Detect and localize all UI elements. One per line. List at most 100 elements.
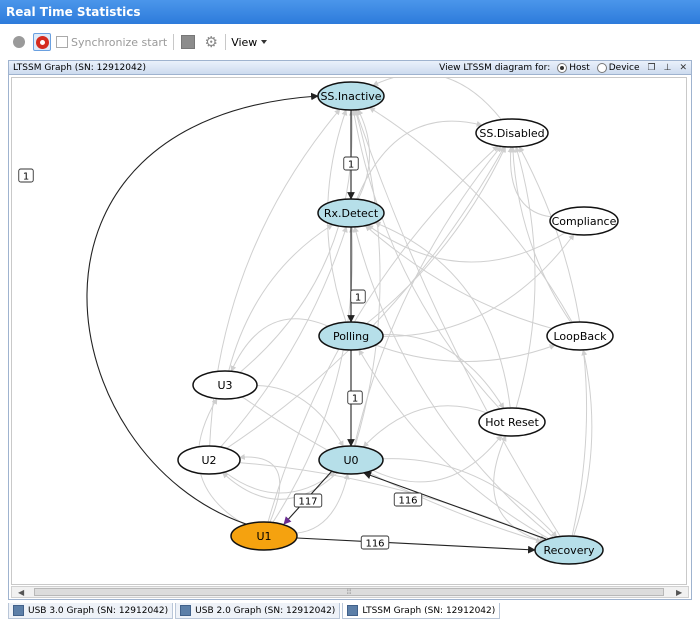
settings-button[interactable]: ⚙ — [202, 33, 220, 51]
graph-icon — [180, 605, 192, 616]
state-node-shape — [230, 521, 298, 551]
state-node-shape — [317, 198, 385, 228]
state-node-shape — [546, 321, 614, 351]
tab-label: USB 3.0 Graph (SN: 12912042) — [28, 605, 169, 616]
background-transition-edge — [372, 78, 502, 120]
host-radio-label: Host — [569, 62, 590, 73]
radio-unselected-icon — [596, 62, 607, 73]
toolbar-separator — [225, 34, 227, 50]
state-node-label: U1 — [256, 530, 271, 543]
transition-count-label: 116 — [365, 539, 384, 550]
view-menu[interactable]: View — [231, 35, 268, 49]
transition-count-box — [393, 492, 423, 507]
state-node-label: Recovery — [543, 544, 594, 557]
state-node-label: LoopBack — [553, 330, 607, 343]
radio-selected-icon — [557, 62, 568, 73]
background-transition-edge — [366, 146, 506, 325]
toolbar-separator — [173, 34, 175, 50]
panel-header: LTSSM Graph (SN: 12912042) View LTSSM di… — [9, 61, 691, 75]
background-transition-edge — [256, 385, 344, 447]
state-node-ss-inactive[interactable]: SS.Inactive — [317, 81, 385, 111]
save-icon — [181, 35, 196, 49]
tab-label: USB 2.0 Graph (SN: 12912042) — [195, 605, 336, 616]
background-transition-edge — [507, 146, 552, 218]
background-transition-edge — [267, 145, 499, 523]
transition-count-label: 1 — [348, 160, 354, 171]
state-node-hot-reset[interactable]: Hot Reset — [478, 407, 546, 437]
save-button[interactable] — [179, 33, 197, 51]
background-transition-edge — [357, 109, 371, 200]
scroll-right-icon[interactable]: ▶ — [676, 588, 683, 597]
transition-count-box — [347, 390, 363, 405]
device-radio-label: Device — [608, 62, 640, 73]
state-node-u0[interactable]: U0 — [318, 445, 384, 475]
state-node-shape — [549, 206, 619, 236]
state-node-label: U3 — [217, 379, 232, 392]
state-node-loopback[interactable]: LoopBack — [546, 321, 614, 351]
graph-icon — [13, 605, 24, 616]
state-node-label: SS.Disabled — [479, 127, 544, 140]
tab-usb3-graph[interactable]: USB 3.0 Graph (SN: 12912042) — [8, 603, 174, 619]
view-menu-label: View — [231, 35, 258, 49]
graph-tabs: USB 3.0 Graph (SN: 12912042) USB 2.0 Gra… — [8, 601, 692, 619]
state-node-label: U2 — [201, 454, 216, 467]
state-node-shape — [475, 118, 549, 148]
background-transition-edge — [358, 349, 550, 540]
state-node-label: Rx.Detect — [324, 207, 379, 220]
ltssm-panel: LTSSM Graph (SN: 12912042) View LTSSM di… — [8, 60, 692, 600]
horizontal-scrollbar[interactable]: ◀ ⦙⦙⦙ ▶ — [11, 586, 689, 598]
restore-icon[interactable]: ❐ — [647, 62, 656, 73]
pin-icon[interactable]: ⊥ — [663, 62, 672, 73]
background-transition-edge — [354, 109, 561, 537]
background-transitions — [197, 78, 593, 544]
background-transition-edge — [226, 146, 505, 449]
transition-count-label: 116 — [398, 496, 417, 507]
state-node-polling[interactable]: Polling — [318, 321, 384, 351]
background-transition-edge — [296, 473, 350, 534]
synchronize-start-checkbox[interactable]: Synchronize start — [56, 36, 167, 49]
background-transition-edge — [367, 224, 566, 263]
toolbar: Synchronize start ⚙ View — [0, 28, 700, 56]
state-node-compliance[interactable]: Compliance — [549, 206, 619, 236]
state-node-shape — [534, 535, 604, 565]
tab-ltssm-graph[interactable]: LTSSM Graph (SN: 12912042) — [342, 603, 501, 619]
state-node-ss-disabled[interactable]: SS.Disabled — [475, 118, 549, 148]
state-node-label: Compliance — [552, 215, 617, 228]
transition-count-box — [343, 156, 359, 171]
background-transition-edge — [382, 458, 558, 538]
host-radio[interactable]: Host — [557, 62, 590, 73]
state-node-shape — [478, 407, 546, 437]
state-node-shape — [318, 321, 384, 351]
state-node-u3[interactable]: U3 — [192, 370, 258, 400]
record-button[interactable] — [33, 33, 51, 51]
background-transition-edge — [374, 221, 511, 409]
state-node-rx-detect[interactable]: Rx.Detect — [317, 198, 385, 228]
gear-icon: ⚙ — [204, 32, 218, 51]
background-transition-edge — [362, 405, 488, 448]
state-node-recovery[interactable]: Recovery — [534, 535, 604, 565]
background-transition-edge — [353, 145, 502, 447]
close-icon[interactable]: ✕ — [679, 62, 687, 73]
background-transition-edge — [272, 226, 355, 523]
device-radio[interactable]: Device — [596, 62, 640, 73]
background-transition-edge — [573, 349, 593, 537]
state-node-label: U0 — [343, 454, 358, 467]
stop-button[interactable] — [10, 33, 28, 51]
background-transition-edge — [368, 107, 573, 323]
transition-count-label: 1 — [352, 394, 358, 405]
state-node-u2[interactable]: U2 — [177, 445, 241, 475]
tab-usb2-graph[interactable]: USB 2.0 Graph (SN: 12912042) — [175, 603, 341, 619]
transition-edge-u1-recovery — [296, 537, 536, 554]
window-title: Real Time Statistics — [0, 0, 700, 24]
graph-icon — [347, 605, 359, 616]
state-node-u1[interactable]: U1 — [230, 521, 298, 551]
transition-count-label: 1 — [355, 293, 361, 304]
state-node-shape — [317, 81, 385, 111]
state-node-label: SS.Inactive — [320, 90, 381, 103]
scroll-thumb[interactable]: ⦙⦙⦙ — [34, 588, 664, 596]
state-node-shape — [192, 370, 258, 400]
scroll-left-icon[interactable]: ◀ — [18, 588, 25, 597]
state-nodes: SS.InactiveSS.DisabledRx.DetectComplianc… — [177, 81, 619, 565]
